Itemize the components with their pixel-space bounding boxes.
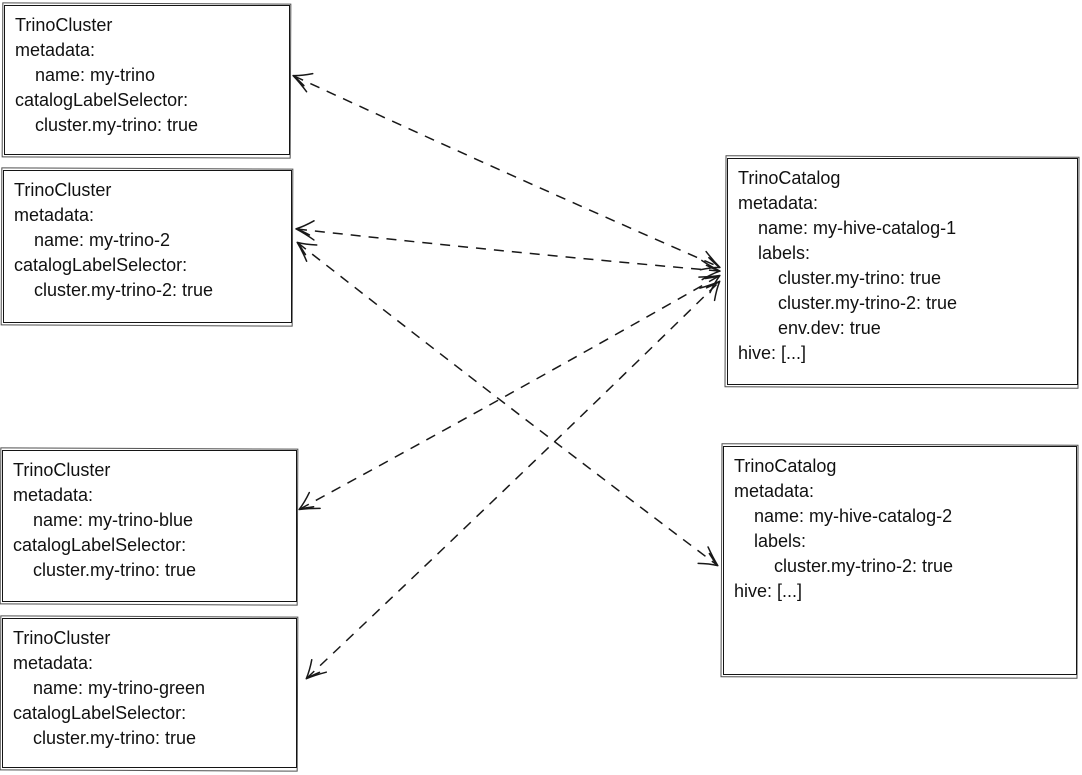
yaml-line: hive: [...] bbox=[738, 343, 807, 363]
yaml-line-kind: TrinoCluster bbox=[13, 460, 111, 480]
yaml-line: metadata: bbox=[13, 653, 94, 673]
yaml-line: name: my-trino bbox=[15, 65, 156, 85]
edge-my-trino-2-to-my-hive-catalog-1 bbox=[295, 220, 721, 281]
yaml-line: metadata: bbox=[738, 193, 819, 213]
yaml-line: catalogLabelSelector: bbox=[15, 90, 189, 110]
node-trinocluster-my-trino[interactable]: TrinoCluster metadata: name: my-trino ca… bbox=[4, 5, 290, 155]
node-trinocluster-my-trino-2[interactable]: TrinoCluster metadata: name: my-trino-2 … bbox=[3, 170, 292, 323]
yaml-line: cluster.my-trino: true bbox=[13, 728, 197, 748]
node-trinocluster-my-trino-green[interactable]: TrinoCluster metadata: name: my-trino-gr… bbox=[2, 618, 297, 768]
yaml-line: name: my-hive-catalog-2 bbox=[734, 506, 953, 526]
yaml-line-kind: TrinoCluster bbox=[13, 628, 111, 648]
yaml-line: name: my-trino-green bbox=[13, 678, 206, 698]
yaml-line: metadata: bbox=[15, 40, 96, 60]
yaml-line: catalogLabelSelector: bbox=[13, 703, 187, 723]
yaml-line: cluster.my-trino: true bbox=[15, 115, 199, 135]
yaml-line: labels: bbox=[738, 243, 811, 263]
yaml-line: catalogLabelSelector: bbox=[13, 535, 187, 555]
node-trinocatalog-my-hive-catalog-2[interactable]: TrinoCatalog metadata: name: my-hive-cat… bbox=[723, 446, 1077, 675]
yaml-line: cluster.my-trino-2: true bbox=[734, 556, 954, 576]
yaml-line: name: my-trino-2 bbox=[14, 230, 171, 250]
yaml-line: hive: [...] bbox=[734, 581, 803, 601]
yaml-line: metadata: bbox=[734, 481, 815, 501]
yaml-line: labels: bbox=[734, 531, 807, 551]
yaml-line: cluster.my-trino-2: true bbox=[14, 280, 214, 300]
yaml-line-kind: TrinoCatalog bbox=[738, 168, 841, 188]
yaml-line-kind: TrinoCluster bbox=[15, 15, 113, 35]
yaml-line: catalogLabelSelector: bbox=[14, 255, 188, 275]
yaml-line: cluster.my-trino-2: true bbox=[738, 293, 958, 313]
yaml-line: cluster.my-trino: true bbox=[13, 560, 197, 580]
yaml-line: cluster.my-trino: true bbox=[738, 268, 942, 288]
yaml-line: metadata: bbox=[13, 485, 94, 505]
edge-my-trino-2-to-my-hive-catalog-2 bbox=[296, 241, 719, 567]
yaml-line: name: my-trino-blue bbox=[13, 510, 194, 530]
edge-my-trino-blue-to-my-hive-catalog-1 bbox=[298, 274, 721, 511]
node-trinocatalog-my-hive-catalog-1[interactable]: TrinoCatalog metadata: name: my-hive-cat… bbox=[727, 158, 1078, 385]
node-trinocluster-my-trino-blue[interactable]: TrinoCluster metadata: name: my-trino-bl… bbox=[2, 450, 297, 602]
yaml-line: metadata: bbox=[14, 205, 95, 225]
yaml-line-kind: TrinoCatalog bbox=[734, 456, 837, 476]
yaml-line: name: my-hive-catalog-1 bbox=[738, 218, 957, 238]
edge-my-trino-to-my-hive-catalog-1 bbox=[292, 72, 721, 271]
edge-my-trino-green-to-my-hive-catalog-1 bbox=[305, 280, 721, 680]
yaml-line: env.dev: true bbox=[738, 318, 881, 338]
yaml-line-kind: TrinoCluster bbox=[14, 180, 112, 200]
